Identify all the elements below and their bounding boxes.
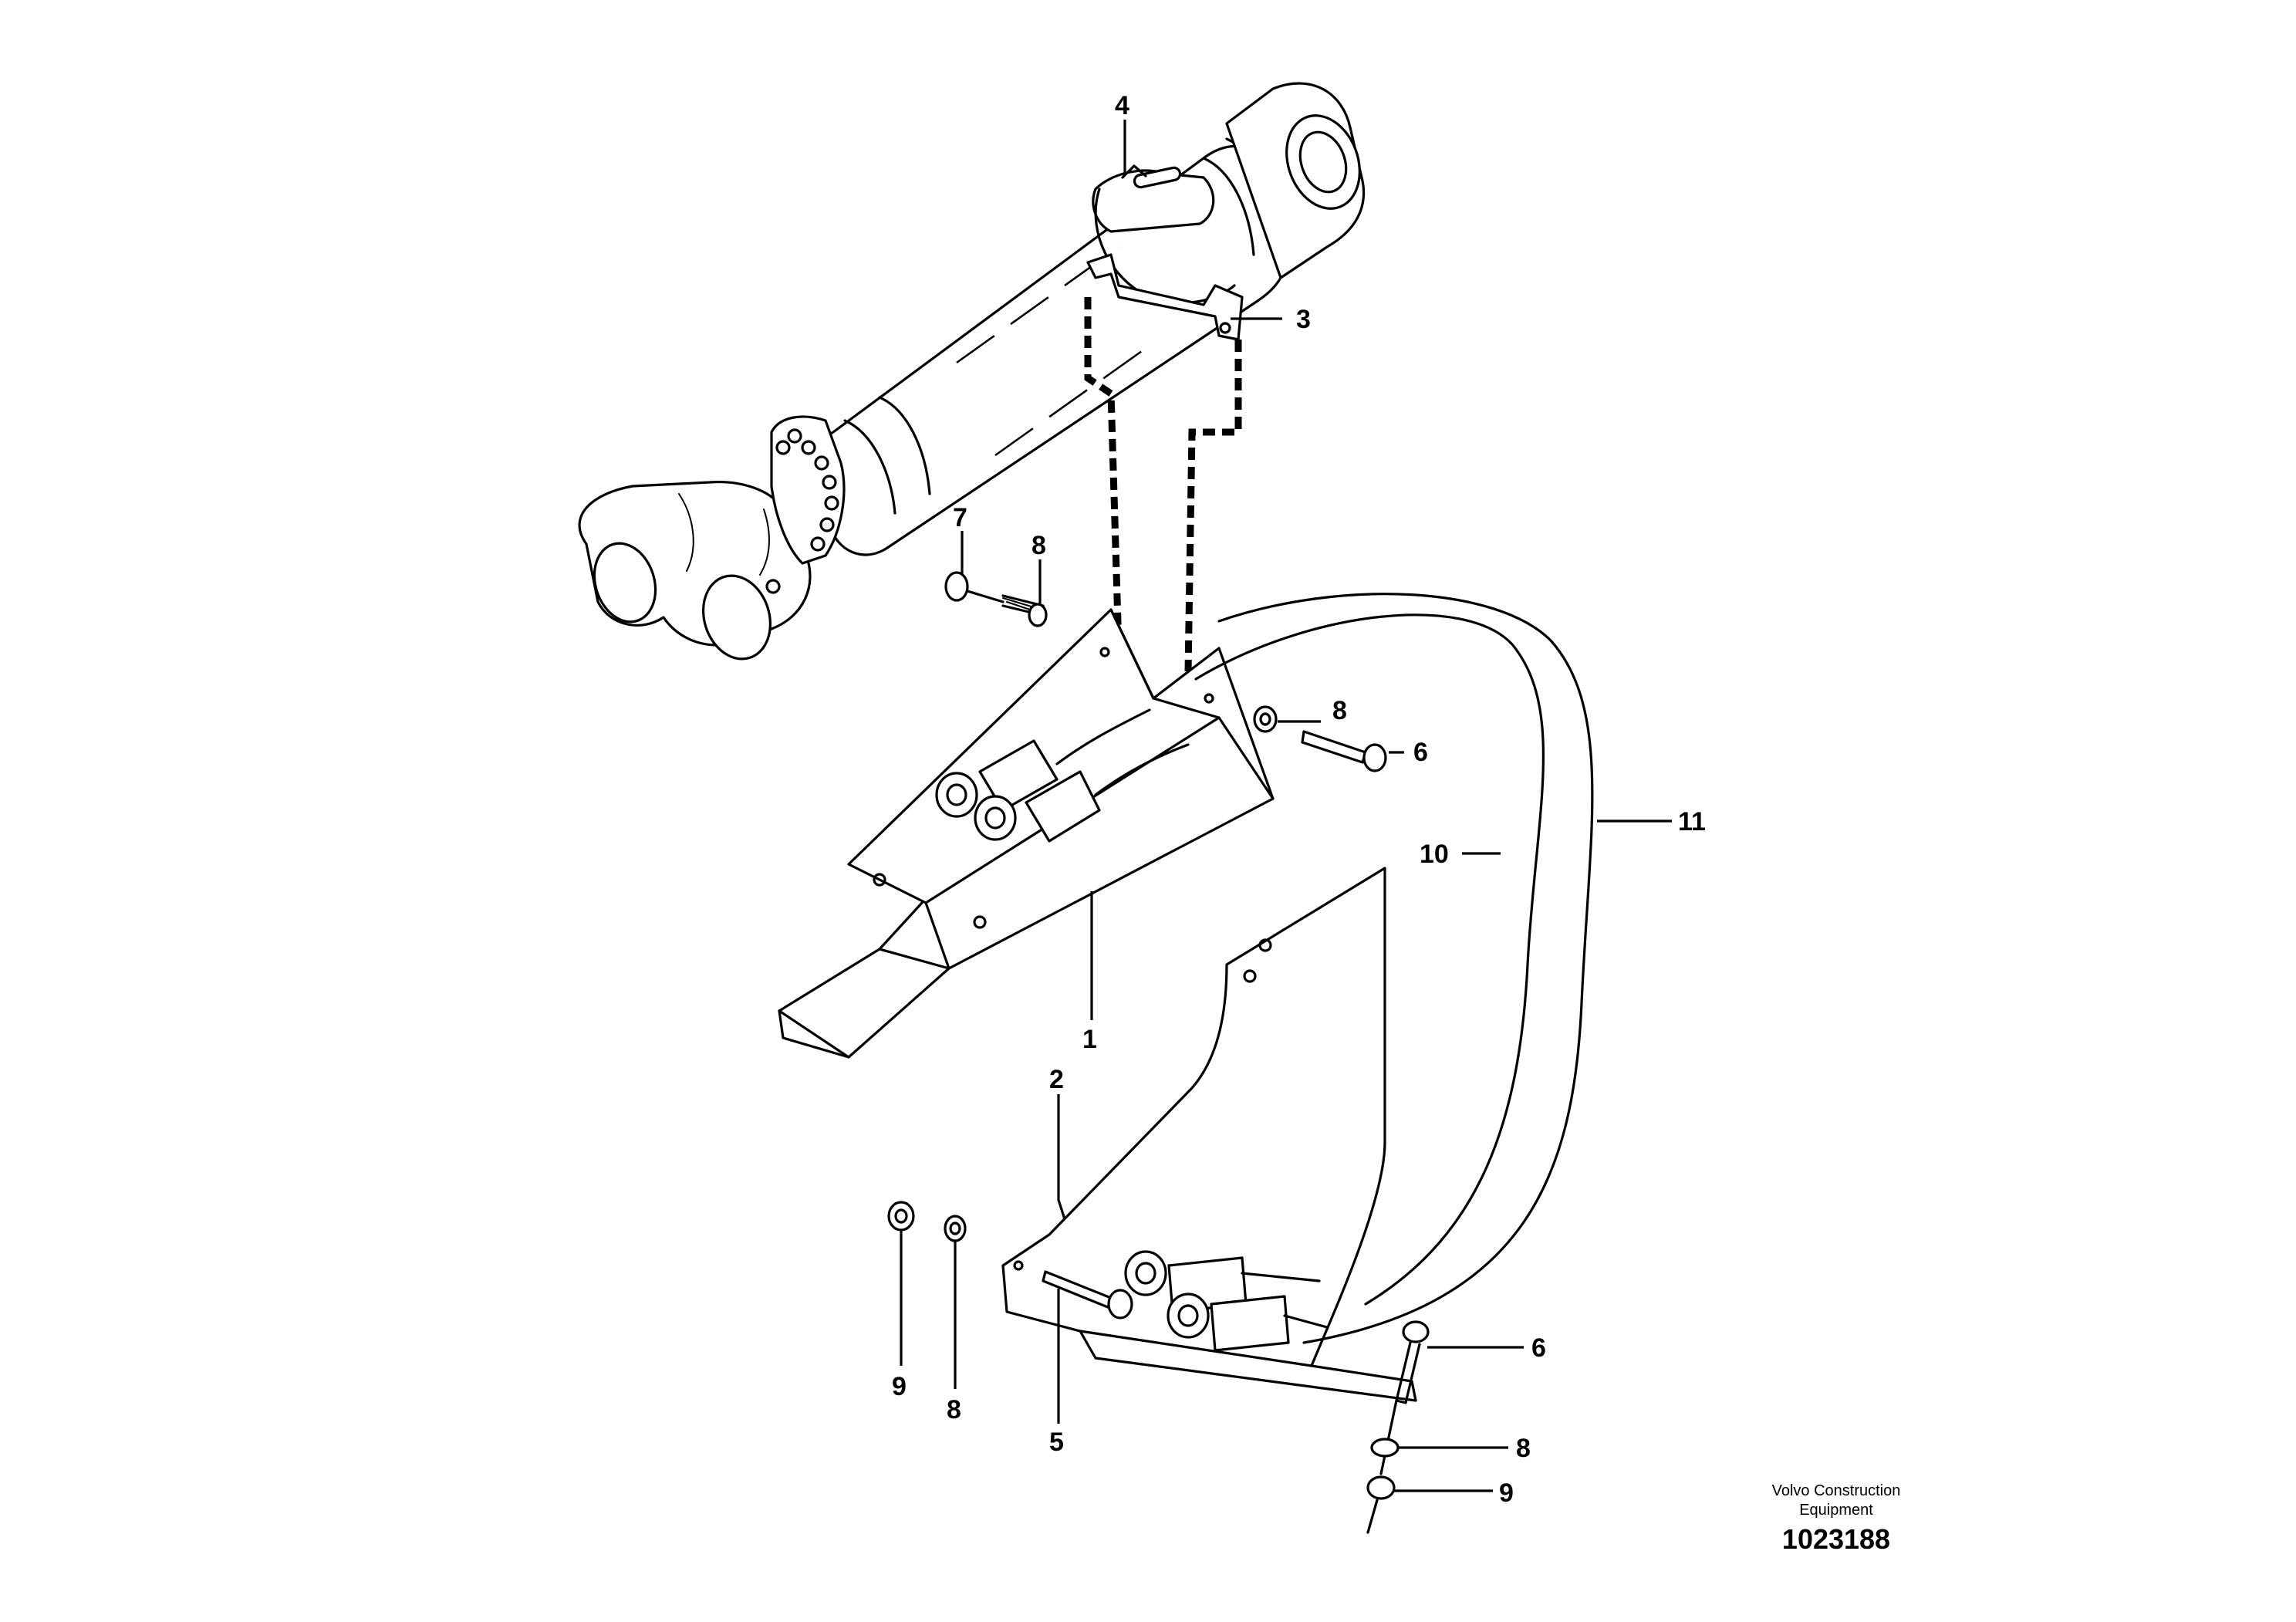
callout-9-left: 9 xyxy=(892,1372,907,1401)
upper-hose-fittings xyxy=(935,708,1190,843)
callout-5: 5 xyxy=(1049,1428,1064,1457)
washer-8-right xyxy=(1253,705,1278,733)
washer-8-bottom xyxy=(1370,1438,1400,1458)
callout-2: 2 xyxy=(1049,1065,1064,1094)
callout-9-bottom: 9 xyxy=(1499,1478,1514,1508)
hose-10 xyxy=(1194,613,1545,1306)
company-line-2: Equipment xyxy=(1799,1502,1873,1519)
callout-8-bottom: 8 xyxy=(1516,1434,1531,1463)
leader-lines xyxy=(900,120,1672,1492)
callout-6-upper: 6 xyxy=(1413,738,1428,767)
callout-8-left: 8 xyxy=(947,1395,961,1424)
cylinder-rod-eye xyxy=(578,480,812,661)
callout-6-lower: 6 xyxy=(1531,1333,1546,1363)
cylinder-barrel xyxy=(814,82,1366,556)
routing-band-right xyxy=(1184,340,1242,672)
bolt-6-lower xyxy=(1379,1320,1430,1475)
washer-8-left xyxy=(944,1215,967,1242)
bolt-tail-line xyxy=(1366,1499,1379,1534)
drawing-number: 1023188 xyxy=(1781,1523,1891,1555)
callout-1: 1 xyxy=(1082,1025,1097,1054)
bolt-7 xyxy=(944,571,1045,617)
hydraulic-cylinder xyxy=(578,82,1366,661)
callout-8-upper: 8 xyxy=(1032,531,1046,560)
bolt-6-upper xyxy=(1301,730,1387,772)
hose-11 xyxy=(1217,593,1594,1344)
callout-labels: 4 3 7 8 8 6 11 10 1 2 9 8 5 6 8 9 xyxy=(892,91,1706,1508)
lower-hose-fittings xyxy=(1124,1250,1329,1352)
bolt-5 xyxy=(1042,1270,1133,1320)
callout-4: 4 xyxy=(1115,91,1129,120)
company-name: Volvo Construction Equipment xyxy=(1713,1482,1960,1520)
nut-9-bottom xyxy=(1366,1475,1396,1500)
company-line-1: Volvo Construction xyxy=(1771,1482,1901,1499)
callout-8-right: 8 xyxy=(1332,696,1347,725)
callout-3: 3 xyxy=(1296,305,1311,334)
callout-10: 10 xyxy=(1420,840,1449,869)
phantom-line-lower xyxy=(994,350,1143,457)
routing-band-left xyxy=(1084,297,1123,649)
nut-9-left xyxy=(887,1201,915,1232)
lower-bracket xyxy=(1001,867,1417,1402)
callout-11: 11 xyxy=(1678,807,1706,836)
cylinder-gland-head xyxy=(770,415,846,565)
washer-8-upper xyxy=(1028,603,1048,627)
callout-7: 7 xyxy=(953,503,967,532)
